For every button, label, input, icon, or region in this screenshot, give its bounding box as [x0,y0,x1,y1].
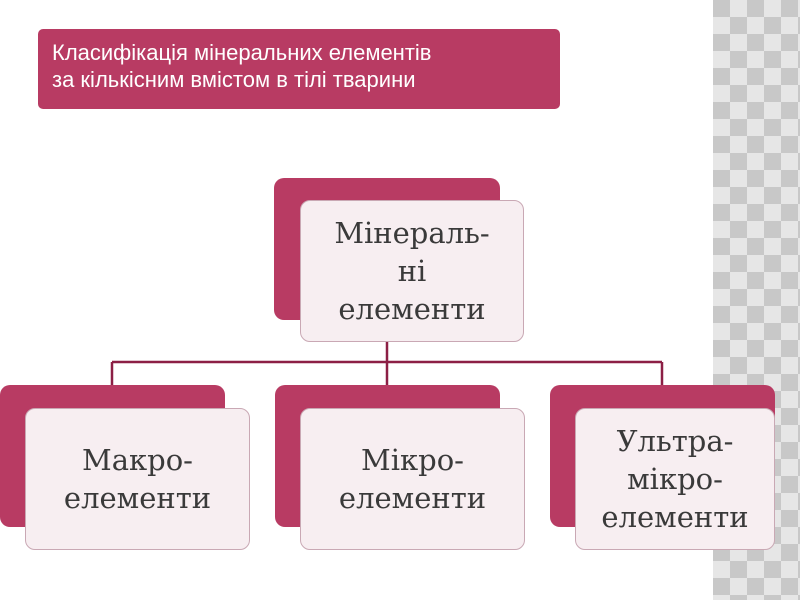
micro-node-line-2: елементи [338,481,487,515]
root-node-line-2: ні [397,254,427,288]
micro-node-line-1: Мікро- [361,443,464,477]
micro-elements-node: Мікро- елементи [300,408,525,550]
macro-node-line-1: Макро- [82,443,193,477]
root-node: Мінераль- ні елементи [300,200,524,342]
macro-elements-node: Макро- елементи [25,408,250,550]
title-line-2: за кількісним вмістом в тілі тварини [52,67,416,92]
ultramicro-node-line-1: Ультра- [616,424,734,458]
macro-node-line-2: елементи [63,481,212,515]
ultramicro-node-line-3: елементи [601,500,749,534]
slide-title: Класифікація мінеральних елементів за кі… [38,29,560,109]
ultramicro-node-line-2: мікро- [627,462,723,496]
title-line-1: Класифікація мінеральних елементів [52,40,432,65]
root-node-line-1: Мінераль- [334,216,490,250]
ultramicro-elements-node: Ультра- мікро- елементи [575,408,775,550]
root-node-line-3: елементи [338,292,486,326]
